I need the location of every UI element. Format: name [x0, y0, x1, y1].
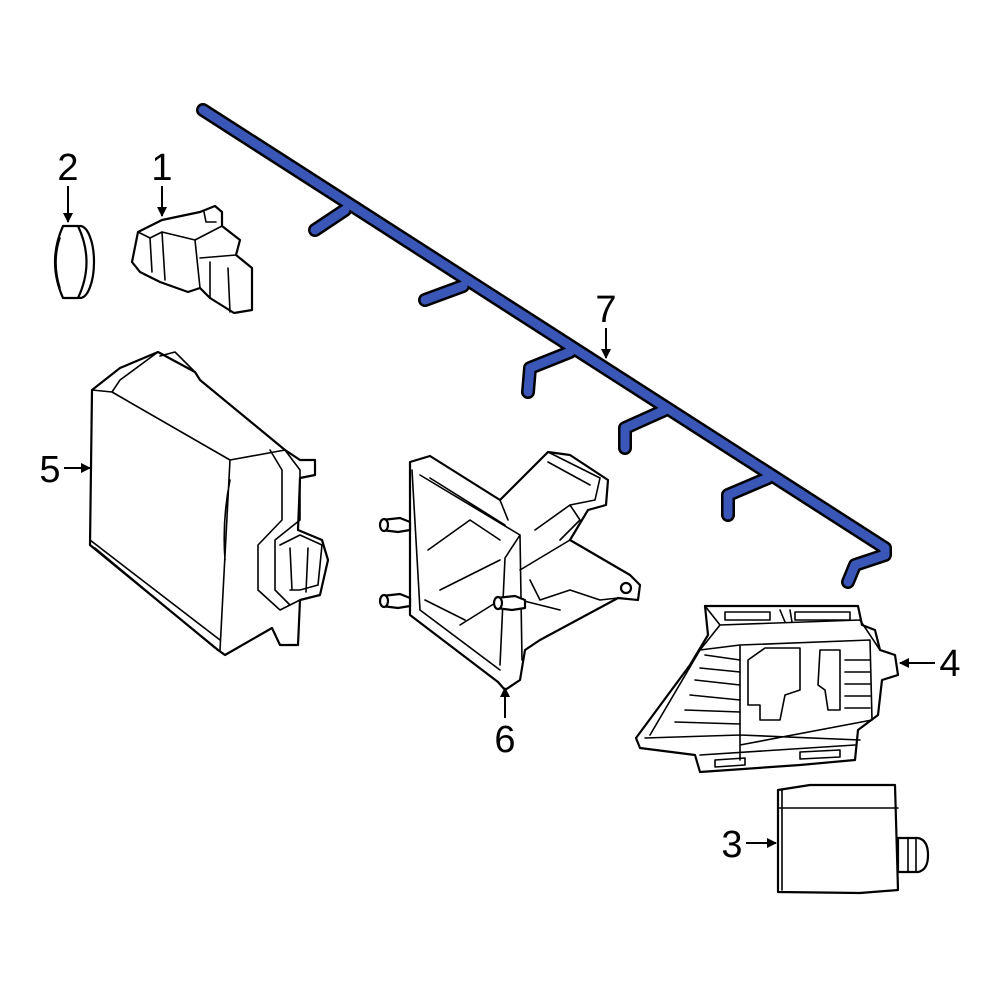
callout-number: 2: [57, 147, 78, 189]
callout-number: 1: [151, 147, 172, 189]
wiring-harness[interactable]: [196, 103, 892, 589]
control-module[interactable]: [88, 350, 330, 657]
callout-5: 5: [39, 449, 91, 491]
callout-7: 7: [595, 289, 617, 359]
callout-number: 3: [721, 824, 742, 866]
callout-3: 3: [721, 824, 777, 866]
callout-number: 5: [39, 449, 60, 491]
callout-number: 6: [494, 719, 515, 761]
callout-number: 7: [595, 289, 616, 331]
callout-6: 6: [494, 687, 516, 761]
callout-1: 1: [151, 147, 173, 217]
mounting-bracket[interactable]: [378, 450, 642, 692]
radar-unit[interactable]: [634, 604, 900, 774]
parking-sensor[interactable]: [130, 204, 254, 315]
callout-number: 4: [939, 643, 960, 685]
sensor-module[interactable]: [776, 783, 930, 895]
callout-2: 2: [57, 147, 79, 223]
sensor-cover-ring[interactable]: [53, 224, 96, 300]
callout-4: 4: [899, 643, 961, 685]
